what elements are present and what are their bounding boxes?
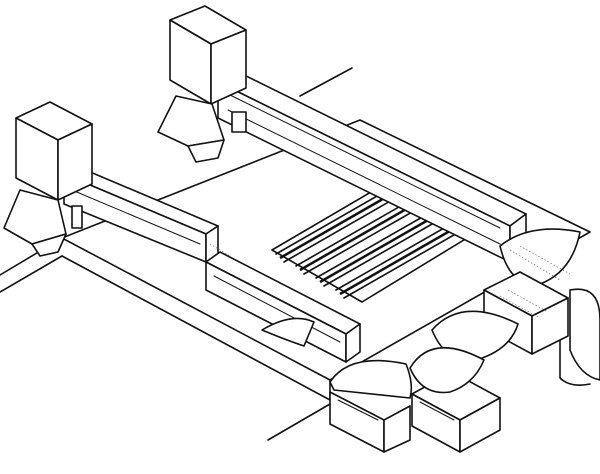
half-round-lower xyxy=(409,347,485,394)
rear-beam-bracket xyxy=(231,111,247,133)
guide-far-right xyxy=(569,288,600,381)
guide-lower-left xyxy=(261,317,315,347)
hopper-right xyxy=(157,5,247,163)
cylindrical-guides xyxy=(499,228,600,386)
hopper-left xyxy=(3,101,93,257)
front-beam xyxy=(63,165,219,263)
rear-beam xyxy=(217,69,527,263)
front-beam-bracket xyxy=(71,205,83,229)
box-frame-lower-left xyxy=(329,359,413,453)
middle-beam xyxy=(205,243,361,363)
